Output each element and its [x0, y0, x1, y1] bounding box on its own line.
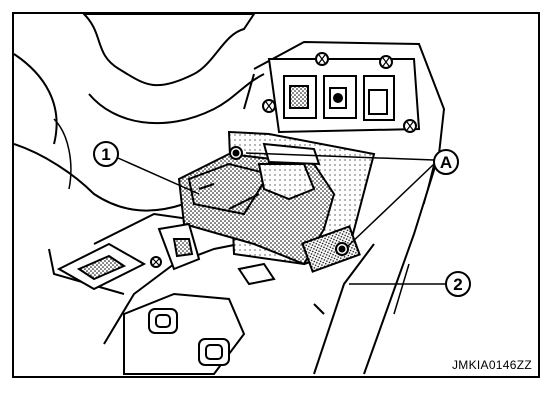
callout-2: 2 [445, 271, 471, 297]
callout-A-label: A [440, 153, 452, 172]
callout-A: A [433, 149, 459, 175]
trim-cloth [14, 14, 265, 212]
callout-1: 1 [93, 141, 119, 167]
diagram-frame: 1 A 2 JMKIA0146ZZ [12, 12, 540, 378]
diagram-illustration: 1 A 2 [14, 14, 471, 375]
connector-bracket [56, 222, 276, 291]
switch-panel [262, 52, 421, 134]
bolt-upper [229, 146, 243, 160]
leader-lines [117, 152, 446, 285]
module-unit [177, 130, 376, 273]
bolt-lower [335, 242, 349, 256]
figure-reference-code: JMKIA0146ZZ [452, 358, 532, 372]
callout-1-label: 1 [101, 145, 110, 164]
callout-2-label: 2 [453, 275, 462, 294]
lower-switches [123, 292, 325, 375]
